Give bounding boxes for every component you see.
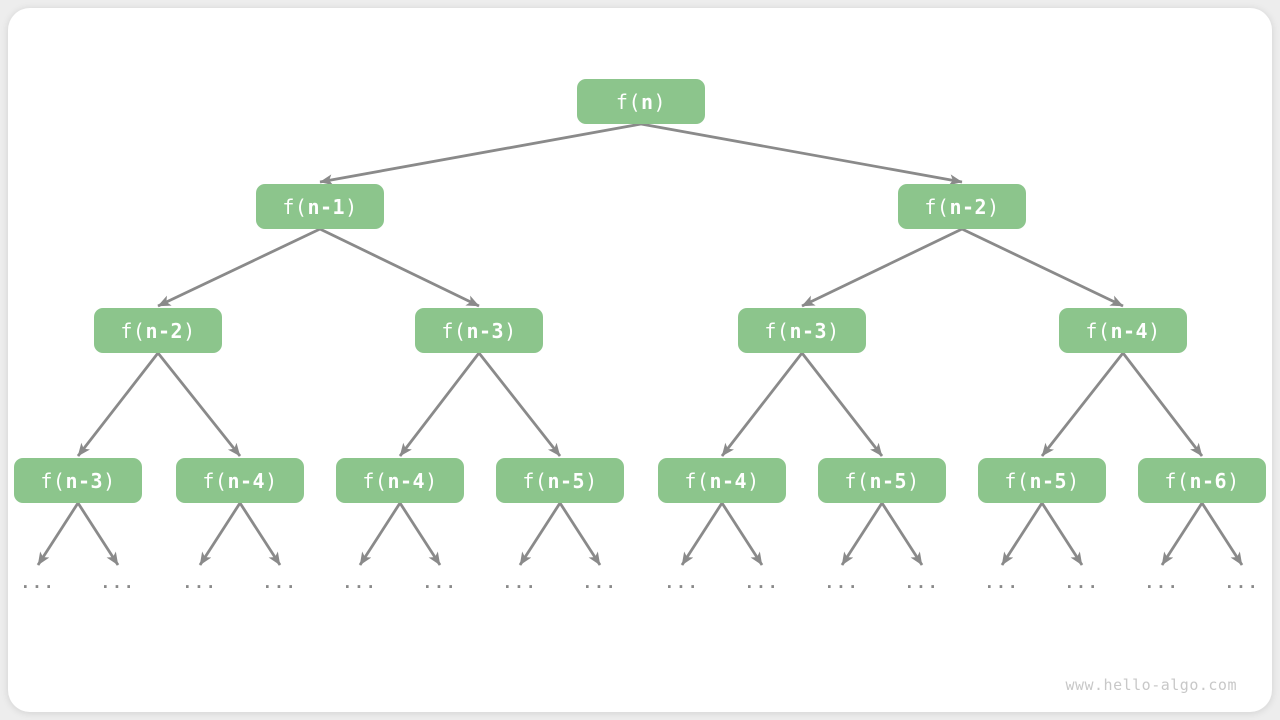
tree-node-l3-1: f(n-4) [176, 458, 304, 503]
ellipsis-dots: ... [744, 573, 780, 592]
node-label-suffix: ) [183, 318, 196, 343]
node-label-prefix: f( [1164, 468, 1190, 493]
ellipsis-dots: ... [984, 573, 1020, 592]
tree-node-l3-5: f(n-5) [818, 458, 946, 503]
tree-node-l2-2: f(n-3) [738, 308, 866, 353]
tree-node-l3-4: f(n-4) [658, 458, 786, 503]
node-label-prefix: f( [282, 194, 308, 219]
node-label-arg: n-4 [709, 468, 748, 493]
node-label-arg: n-4 [227, 468, 266, 493]
ellipsis-dots: ... [20, 573, 56, 592]
node-label-suffix: ) [987, 194, 1000, 219]
node-label-arg: n-5 [1029, 468, 1068, 493]
node-label-prefix: f( [615, 89, 641, 114]
node-label-arg: n-4 [387, 468, 426, 493]
node-label-arg: n-3 [466, 318, 505, 343]
node-label-suffix: ) [747, 468, 760, 493]
node-label-suffix: ) [265, 468, 278, 493]
node-label-suffix: ) [585, 468, 598, 493]
node-label-arg: n-5 [869, 468, 908, 493]
watermark: www.hello-algo.com [1065, 676, 1237, 694]
tree-node-l3-0: f(n-3) [14, 458, 142, 503]
ellipsis-dots: ... [1064, 573, 1100, 592]
ellipsis-dots: ... [100, 573, 136, 592]
tree-node-l1-1: f(n-2) [898, 184, 1026, 229]
node-label-suffix: ) [653, 89, 667, 114]
node-label-arg: n-3 [789, 318, 828, 343]
node-label-prefix: f( [924, 194, 950, 219]
node-label-prefix: f( [684, 468, 710, 493]
node-label-arg: n-4 [1110, 318, 1149, 343]
ellipsis-dots: ... [422, 573, 458, 592]
node-label-prefix: f( [362, 468, 388, 493]
tree-node-l2-3: f(n-4) [1059, 308, 1187, 353]
node-label-prefix: f( [1004, 468, 1030, 493]
ellipsis-dots: ... [582, 573, 618, 592]
tree-node-l1-0: f(n-1) [256, 184, 384, 229]
node-label-suffix: ) [827, 318, 840, 343]
node-label-arg: n-2 [949, 194, 988, 219]
node-label-suffix: ) [1227, 468, 1240, 493]
ellipsis-dots: ... [824, 573, 860, 592]
node-label-prefix: f( [40, 468, 66, 493]
tree-node-l3-2: f(n-4) [336, 458, 464, 503]
node-label-suffix: ) [1067, 468, 1080, 493]
tree-node-l3-7: f(n-6) [1138, 458, 1266, 503]
tree-node-l2-0: f(n-2) [94, 308, 222, 353]
ellipsis-dots: ... [1144, 573, 1180, 592]
node-label-arg: n-5 [547, 468, 586, 493]
ellipsis-dots: ... [664, 573, 700, 592]
tree-node-l3-6: f(n-5) [978, 458, 1106, 503]
node-label-prefix: f( [522, 468, 548, 493]
ellipsis-dots: ... [904, 573, 940, 592]
node-label-suffix: ) [345, 194, 358, 219]
tree-node-l3-3: f(n-5) [496, 458, 624, 503]
node-label-arg: n-1 [307, 194, 346, 219]
tree-node-l0-0: f(n) [577, 79, 705, 124]
node-label-prefix: f( [1085, 318, 1111, 343]
node-label-arg: n-6 [1189, 468, 1228, 493]
ellipsis-dots: ... [182, 573, 218, 592]
ellipsis-dots: ... [342, 573, 378, 592]
node-label-suffix: ) [1148, 318, 1161, 343]
node-label-prefix: f( [441, 318, 467, 343]
ellipsis-dots: ... [1224, 573, 1260, 592]
node-label-arg: n-3 [65, 468, 104, 493]
node-label-prefix: f( [120, 318, 146, 343]
node-label-suffix: ) [103, 468, 116, 493]
node-label-suffix: ) [425, 468, 438, 493]
ellipsis-dots: ... [502, 573, 538, 592]
node-label-suffix: ) [504, 318, 517, 343]
ellipsis-dots: ... [262, 573, 298, 592]
node-label-prefix: f( [202, 468, 228, 493]
node-label-arg: n [641, 89, 654, 114]
node-label-prefix: f( [844, 468, 870, 493]
node-label-arg: n-2 [145, 318, 184, 343]
tree-node-l2-1: f(n-3) [415, 308, 543, 353]
node-label-suffix: ) [907, 468, 920, 493]
node-label-prefix: f( [764, 318, 790, 343]
